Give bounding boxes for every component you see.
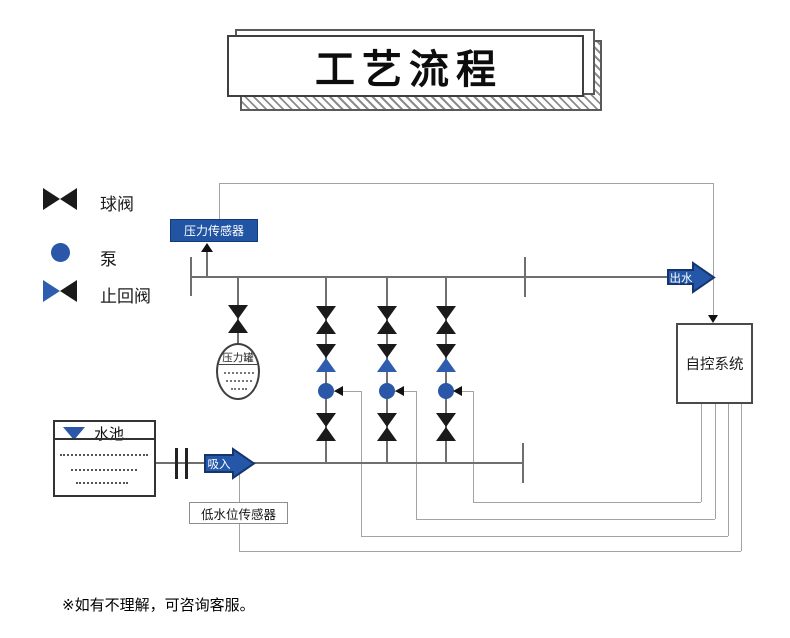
pump-icon bbox=[318, 383, 334, 399]
outlet-arrow-label: 出水 bbox=[670, 271, 693, 285]
check-valve-icon bbox=[436, 344, 456, 358]
pressure-tank: 压力罐 bbox=[216, 343, 260, 400]
check-valve-icon bbox=[43, 280, 60, 302]
check-valve-icon bbox=[377, 344, 397, 358]
ball-valve-icon bbox=[436, 413, 456, 427]
legend-label-pump: 泵 bbox=[100, 250, 117, 269]
ball-valve-icon bbox=[377, 306, 397, 320]
pump1-signal-riser bbox=[728, 403, 729, 536]
pump-icon bbox=[51, 243, 70, 262]
check-valve-icon bbox=[316, 358, 336, 372]
ball-valve-icon bbox=[377, 320, 397, 334]
water-dots bbox=[76, 482, 128, 484]
water-dots bbox=[224, 372, 254, 374]
pressure-tank-label: 压力罐 bbox=[222, 352, 254, 364]
pipe-end-cap-bottom bbox=[522, 443, 524, 483]
arrow-into-pump bbox=[453, 386, 462, 396]
ball-valve-icon bbox=[228, 305, 248, 319]
water-dots bbox=[231, 388, 247, 390]
water-tank: 水池 bbox=[53, 420, 156, 497]
check-valve-icon bbox=[436, 358, 456, 372]
flexible-joint-bar bbox=[175, 448, 178, 479]
pump2-signal-riser bbox=[715, 403, 716, 519]
pump3-signal-return bbox=[473, 502, 701, 503]
check-valve-icon bbox=[60, 280, 77, 302]
arrow-into-pressure-sensor bbox=[201, 243, 213, 252]
arrow-into-pump bbox=[334, 386, 343, 396]
pump3-signal-h bbox=[454, 391, 473, 392]
signal-drop-pressure-sensor bbox=[219, 183, 220, 219]
legend-label-check-valve: 止回阀 bbox=[100, 287, 151, 306]
suction-arrow: 吸入 bbox=[204, 447, 256, 480]
check-valve-icon bbox=[377, 358, 397, 372]
ball-valve-icon bbox=[43, 188, 60, 210]
pipe-end-cap-left bbox=[190, 257, 192, 296]
ball-valve-icon bbox=[60, 188, 77, 210]
pump3-signal-riser bbox=[701, 403, 702, 502]
ball-valve-icon bbox=[228, 319, 248, 333]
water-dots bbox=[60, 454, 148, 456]
water-tank-label: 水池 bbox=[94, 426, 125, 443]
outlet-arrow-shape bbox=[667, 261, 716, 294]
ball-valve-icon bbox=[377, 427, 397, 441]
outlet-arrow: 出水 bbox=[667, 261, 716, 294]
control-system-box: 自控系统 bbox=[676, 323, 753, 404]
pipe-suction-header bbox=[156, 462, 524, 464]
ball-valve-icon bbox=[436, 427, 456, 441]
pressure-sensor-label: 压力传感器 bbox=[170, 219, 258, 242]
lowwater-signal-riser bbox=[741, 403, 742, 551]
water-level-icon bbox=[63, 427, 85, 440]
arrow-into-control-box bbox=[708, 315, 718, 323]
pump-icon bbox=[379, 383, 395, 399]
pump3-signal-v bbox=[473, 391, 474, 502]
signal-line-top bbox=[219, 183, 713, 184]
pump2-signal-h bbox=[395, 391, 416, 392]
check-valve-icon bbox=[316, 344, 336, 358]
ball-valve-icon bbox=[316, 427, 336, 441]
page-title: 工艺流程 bbox=[227, 35, 584, 97]
suction-arrow-label: 吸入 bbox=[208, 458, 231, 471]
signal-drop-control-system bbox=[713, 183, 714, 316]
ball-valve-icon bbox=[316, 413, 336, 427]
pump2-signal-return bbox=[416, 519, 715, 520]
suction-arrow-shape bbox=[204, 447, 256, 480]
arrow-into-pump bbox=[395, 386, 404, 396]
flexible-joint-bar bbox=[185, 448, 188, 479]
pipe-joint-tick-top bbox=[524, 257, 526, 297]
water-dots bbox=[71, 469, 137, 471]
ball-valve-icon bbox=[436, 320, 456, 334]
footnote: ※如有不理解，可咨询客服。 bbox=[62, 597, 255, 614]
pressure-tank-water-line bbox=[218, 364, 258, 365]
ball-valve-icon bbox=[436, 306, 456, 320]
pressure-sensor-tap-line bbox=[206, 250, 208, 276]
ball-valve-icon bbox=[316, 306, 336, 320]
ball-valve-icon bbox=[377, 413, 397, 427]
pump2-signal-v bbox=[416, 391, 417, 519]
lowwater-signal-return bbox=[239, 551, 741, 552]
pump1-signal-h bbox=[334, 391, 361, 392]
low-water-sensor-label: 低水位传感器 bbox=[189, 502, 288, 524]
legend-label-ball-valve: 球阀 bbox=[100, 195, 134, 214]
water-dots bbox=[226, 380, 252, 382]
pipe-discharge-header bbox=[191, 276, 673, 278]
pump-icon bbox=[438, 383, 454, 399]
pump1-signal-return bbox=[361, 536, 728, 537]
water-surface-line bbox=[55, 438, 154, 440]
ball-valve-icon bbox=[316, 320, 336, 334]
